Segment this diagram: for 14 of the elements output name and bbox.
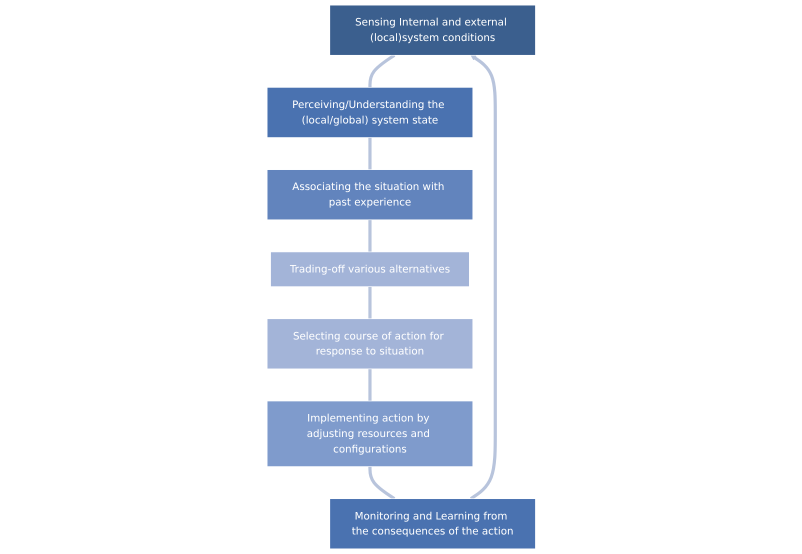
connector	[368, 368, 372, 402]
connector	[368, 286, 372, 319]
node-box: Sensing Internal and external (local)system conditions	[329, 4, 536, 56]
node-box: Monitoring and Learning from the consequences of the action	[329, 498, 536, 550]
node-box: Trading-off various alternatives	[270, 252, 470, 287]
node-box: Implementing action by adjusting resources and configurations	[266, 400, 473, 467]
node-box: Perceiving/Understanding the (local/global) system state	[266, 87, 473, 138]
connector	[368, 138, 372, 170]
node-box: Selecting course of action for response to situation	[266, 318, 473, 370]
connector	[368, 220, 372, 252]
arrow	[470, 55, 497, 500]
connector	[368, 54, 396, 88]
connector	[368, 466, 396, 500]
node-box: Associating the situation with past experience	[266, 169, 473, 220]
